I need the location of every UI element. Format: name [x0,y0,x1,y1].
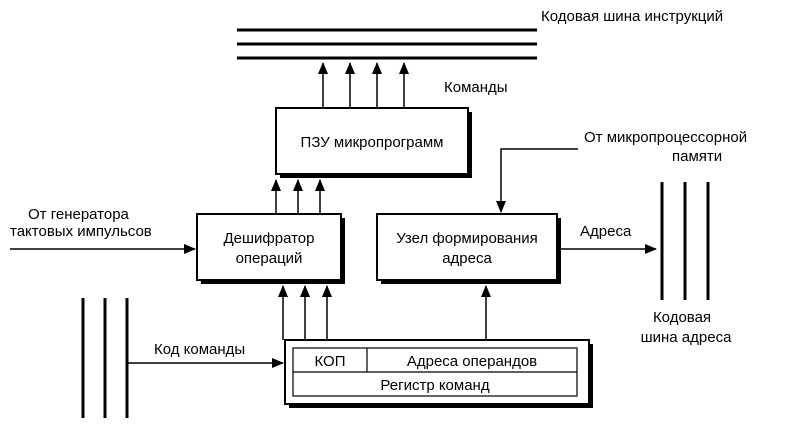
address-unit-label-line1: Узел формирования [396,230,538,247]
memory-arrow [496,148,578,213]
decoder-label-line1: Дешифратор [224,230,315,247]
command-code-bus [81,298,129,418]
operand-addresses-label: Адреса операндов [407,353,537,370]
generator-label-line2: тактовых импульсов [10,223,152,240]
decoder-block: Дешифратор операций [196,213,345,284]
instruction-bus-label: Кодовая шина инструкций [541,8,723,25]
generator-label-line1: От генератора [28,206,130,223]
kop-label: КОП [314,353,345,370]
instruction-register: КОП Адреса операндов Регистр команд [284,339,593,408]
rom-block: ПЗУ микропрограмм [275,107,472,178]
address-bus-label-line2: шина адреса [641,329,732,346]
rom-to-bus-arrows [318,62,409,108]
memory-label-line2: памяти [672,148,722,165]
address-unit-label-line2: адреса [442,250,492,267]
instruction-bus [237,28,537,60]
register-to-decoder-arrows [278,285,332,340]
decoder-to-rom-arrows [271,179,325,214]
address-label: Адреса [580,223,632,240]
address-bus-label-line1: Кодовая [653,309,711,326]
commands-label: Команды [444,79,508,96]
command-code-label: Код команды [154,341,245,358]
memory-label-line1: От микропроцессорной [584,129,747,146]
rom-label: ПЗУ микропрограмм [301,134,444,151]
register-name-label: Регистр команд [380,377,489,394]
decoder-label-line2: операций [236,250,303,267]
address-bus [660,182,710,300]
address-unit-block: Узел формирования адреса [376,213,561,284]
